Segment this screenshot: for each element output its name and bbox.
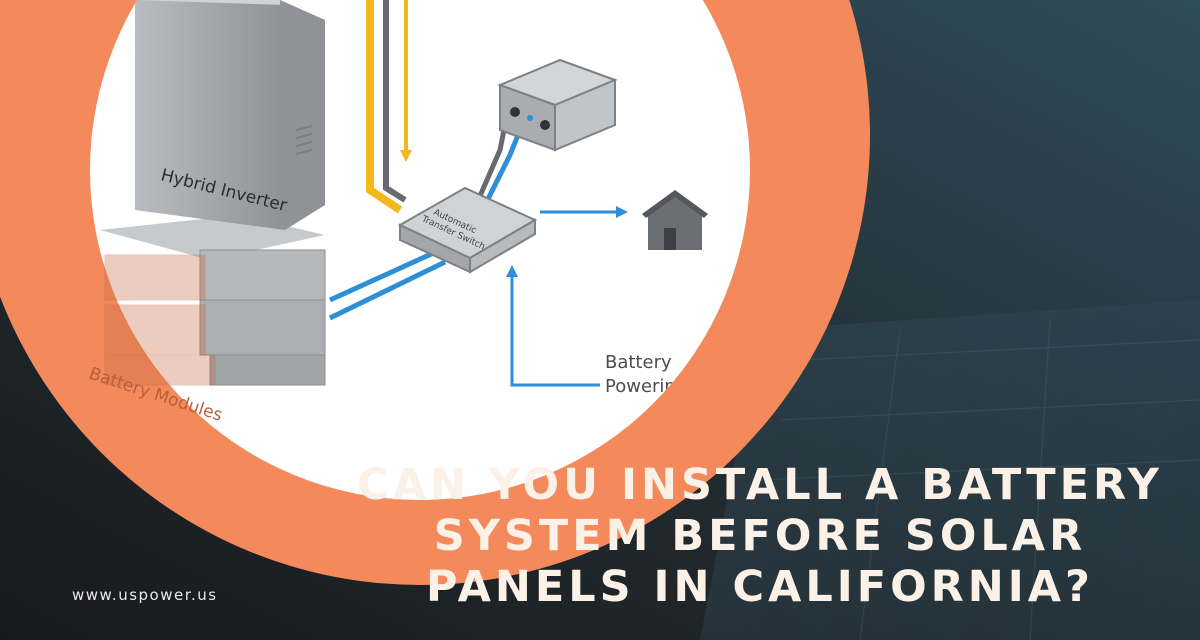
vent-icon — [295, 125, 313, 155]
diagram-circle: Automatic Transfer Switch Battery Poweri… — [90, 0, 750, 500]
headline-line-2: SYSTEM BEFORE SOLAR — [433, 511, 1087, 561]
hybrid-inverter: Hybrid Inverter — [135, 0, 325, 230]
home-icon — [642, 190, 708, 250]
battery-modules-overlay — [104, 254, 216, 386]
transfer-switch: Automatic Transfer Switch — [397, 186, 538, 274]
website-url: www.uspower.us — [72, 586, 218, 604]
headline-line-3: PANELS IN CALIFORNIA? — [426, 562, 1094, 612]
headline: CAN YOU INSTALL A BATTERY SYSTEM BEFORE … — [330, 460, 1190, 613]
headline-line-1: CAN YOU INSTALL A BATTERY — [357, 460, 1163, 510]
solar-panel-backdrop — [700, 300, 1200, 640]
junction-box-icon — [497, 58, 618, 152]
